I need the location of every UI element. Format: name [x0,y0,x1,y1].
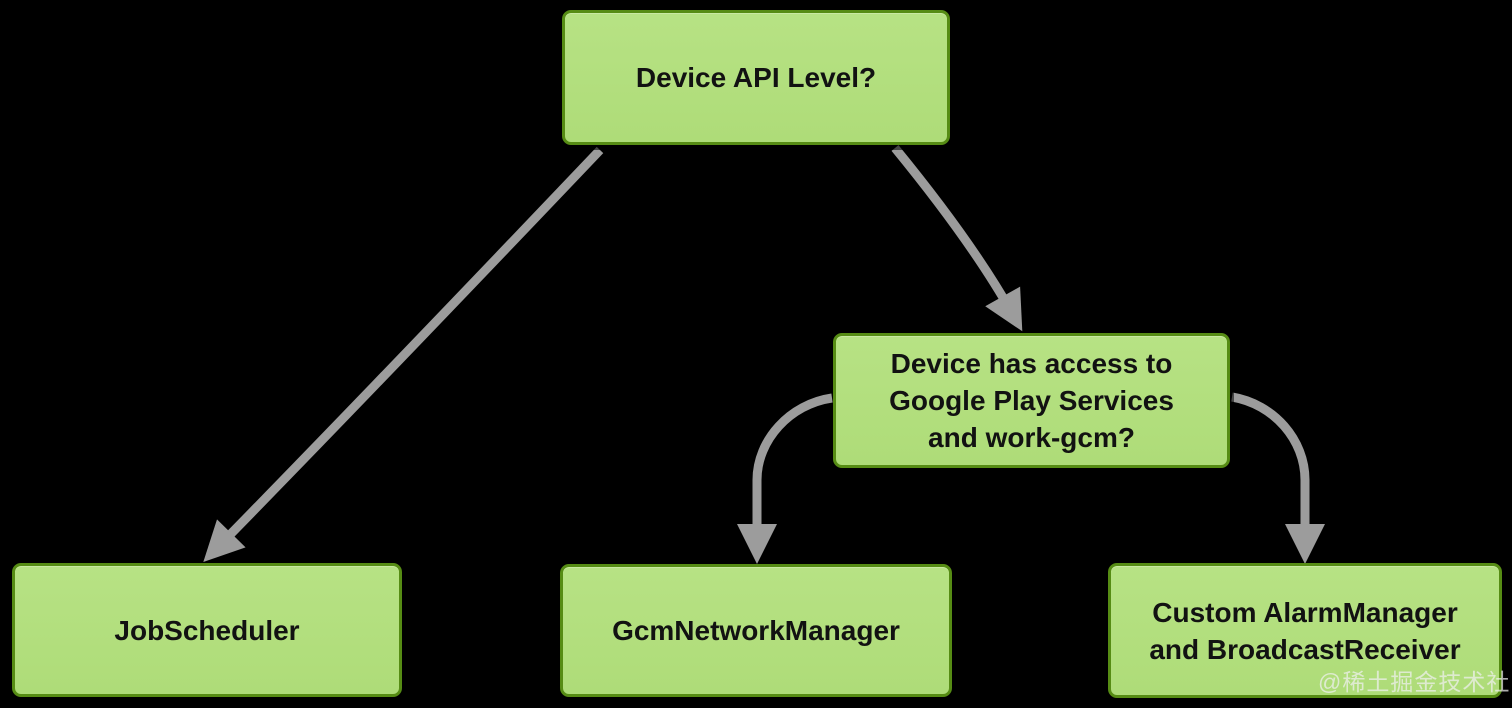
node-play-services-line2: Google Play Services [889,385,1174,416]
node-gcm-network-manager: GcmNetworkManager [560,564,952,697]
node-custom-alarmmanager-line1: Custom AlarmManager [1152,596,1458,628]
node-gcm-network-manager-label: GcmNetworkManager [612,615,900,646]
node-play-services-line1: Device has access to [890,348,1173,379]
node-device-api-level-label: Device API Level? [635,62,877,93]
node-play-services-question: Device has access to Google Play Service… [833,333,1230,468]
node-play-services-line3: and work-gcm? [928,422,1135,453]
node-custom-alarmmanager: Custom AlarmManager and BroadcastReceive… [1108,563,1502,698]
edge-play-services-to-custom-alarm [1231,392,1325,564]
node-jobscheduler-label: JobScheduler [114,614,300,646]
edge-api-to-play-services [891,145,1023,332]
node-device-api-level: Device API Level? [562,10,950,145]
node-custom-alarmmanager-line2: and BroadcastReceiver [1149,633,1461,665]
node-jobscheduler: JobScheduler [12,563,402,697]
edge-api-to-jobscheduler [203,146,604,562]
watermark: @稀土掘金技术社区 [1318,669,1512,695]
edge-play-services-to-gcm [737,393,833,564]
